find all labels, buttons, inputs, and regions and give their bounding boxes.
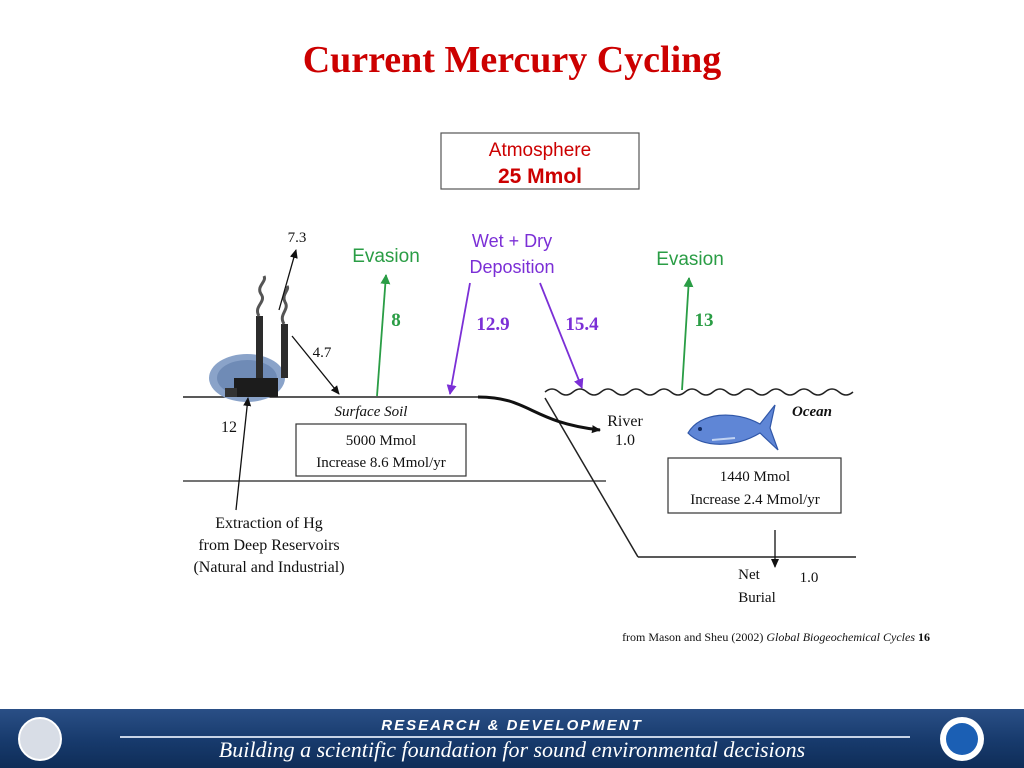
ocean-increase: Increase 2.4 Mmol/yr [690,492,820,508]
epa-seal-icon [18,717,62,761]
soil-increase: Increase 8.6 Mmol/yr [316,455,446,471]
burial-label-line1: Net [738,567,760,583]
footer-title: RESEARCH & DEVELOPMENT [381,717,643,734]
evasion-land-value: 8 [391,310,401,331]
svg-text:Extraction of Hg: Extraction of Hg [215,515,323,532]
mercury-cycle-diagram: Atmosphere 25 Mmol 7.3 4.7 12 Extraction… [183,132,930,644]
river-label: River [607,413,643,430]
burial-label-line2: Burial [738,590,776,606]
river-runoff-arrow [477,395,601,434]
atmosphere-amount: 25 Mmol [498,165,582,188]
fish-icon [687,404,779,451]
ocean-shelf-slope [544,397,639,558]
footer-banner: RESEARCH & DEVELOPMENT Building a scient… [0,709,1024,768]
ocean-label: Ocean [792,404,832,420]
soil-label: Surface Soil [335,404,408,420]
ocean-surface-wave [544,388,854,396]
emission-local-arrow [291,335,340,395]
soil-amount: 5000 Mmol [346,433,416,449]
evasion-land-label: Evasion [352,246,420,267]
deposition-ocean-arrow [539,282,584,389]
burial-value: 1.0 [800,570,819,586]
ocean-box: 1440 Mmol Increase 2.4 Mmol/yr [667,457,842,514]
deposition-label-line2: Deposition [469,257,554,277]
evasion-ocean-label: Evasion [656,249,724,270]
atmosphere-box: Atmosphere 25 Mmol [440,132,640,190]
extraction-arrow [235,397,252,511]
deposition-ocean-value: 15.4 [565,314,599,335]
deposition-label-line1: Wet + Dry [472,231,552,251]
svg-text:(Natural and Industrial): (Natural and Industrial) [193,559,344,576]
extraction-label: Extraction of Hg from Deep Reservoirs (N… [193,515,344,576]
evasion-ocean-value: 13 [695,310,714,331]
evasion-land-arrow [376,274,391,397]
deposition-land-value: 12.9 [476,314,509,335]
evasion-ocean-arrow [681,277,694,391]
emission-up-value: 7.3 [288,230,307,246]
extraction-value: 12 [221,419,237,436]
deposition-land-arrow [446,282,471,395]
power-plant-icon [209,275,290,402]
emission-local-value: 4.7 [313,345,332,361]
atmosphere-label: Atmosphere [489,140,591,161]
page-title: Current Mercury Cycling [302,39,722,81]
ocean-amount: 1440 Mmol [720,469,790,485]
footer-tagline: Building a scientific foundation for sou… [218,737,806,762]
noaa-logo-icon [940,717,984,761]
svg-text:from Deep Reservoirs: from Deep Reservoirs [198,537,339,554]
soil-box: 5000 Mmol Increase 8.6 Mmol/yr [295,423,467,477]
river-value: 1.0 [615,432,635,449]
footer-divider [120,736,910,738]
emission-up-arrow [278,249,298,311]
citation: from Mason and Sheu (2002) Global Biogeo… [622,630,930,644]
